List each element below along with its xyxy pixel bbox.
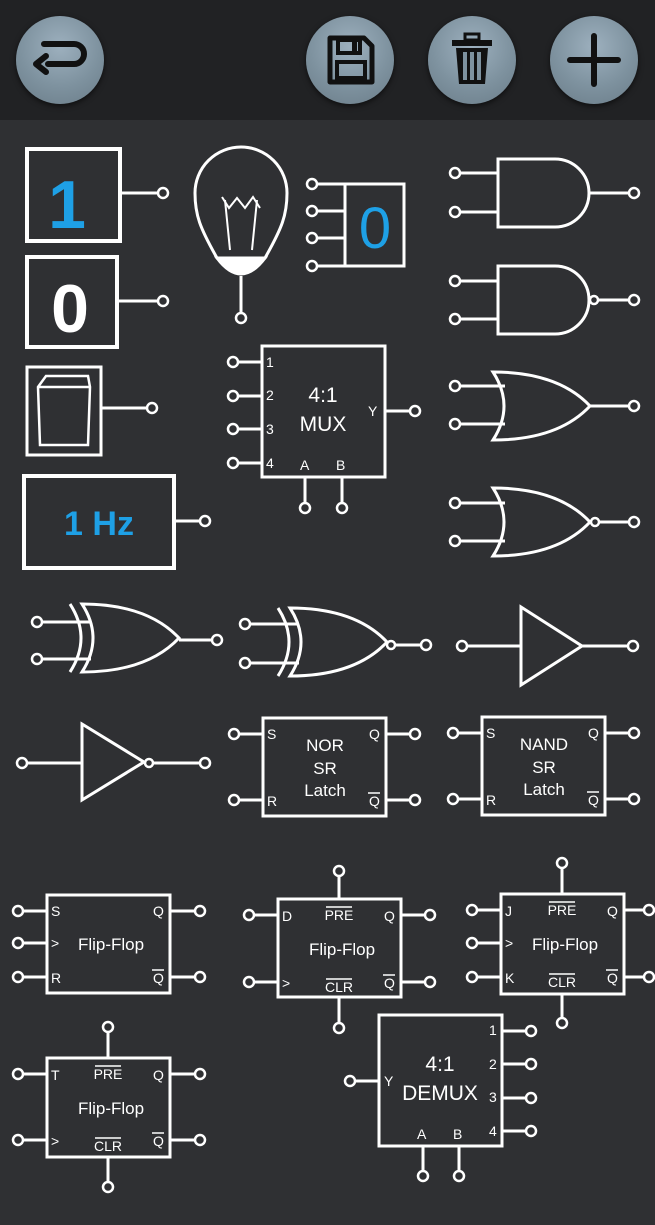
demux-output-4-label: 4 [489,1123,497,1139]
t-ff-title: Flip-Flop [78,1099,144,1118]
nor-latch-line2: SR [313,759,337,778]
d-flip-flop[interactable]: Flip-Flop D > PRE CLR Q Q [242,864,437,1035]
demux-select-b-label: B [453,1126,462,1142]
jk-ff-clr-label: CLR [548,974,576,990]
nor-latch-r-label: R [267,793,277,809]
demux-title-line1: 4:1 [425,1053,454,1076]
light-bulb-component[interactable] [193,145,289,325]
d-ff-clr-label: CLR [325,979,353,995]
sr-ff-s-label: S [51,903,60,919]
nand-sr-latch[interactable]: NAND SR Latch S R Q Q [446,715,641,817]
nand-gate[interactable] [448,264,641,336]
seven-segment-digit: 0 [359,196,391,261]
nor-latch-qbar-label: Q [369,793,380,809]
toolbar [0,0,655,120]
t-ff-t-label: T [51,1067,60,1083]
mux-component[interactable]: 4:1 MUX 1 2 3 4 Y A B [226,344,422,515]
nand-latch-s-label: S [486,725,495,741]
nand-latch-q-label: Q [588,725,599,741]
jk-ff-pre-label: PRE [548,902,577,918]
switch-component[interactable] [25,365,159,457]
demux-output-2-label: 2 [489,1056,497,1072]
t-flip-flop[interactable]: Flip-Flop T > PRE CLR Q Q [11,1020,207,1194]
input-low-value: 0 [51,271,89,347]
component-palette: 1 0 1 Hz 0 [0,120,655,1220]
t-ff-pre-label: PRE [94,1066,123,1082]
d-ff-qbar-label: Q [384,975,395,991]
clock-component[interactable]: 1 Hz [22,474,212,570]
nor-latch-s-label: S [267,726,276,742]
save-button[interactable] [306,16,394,104]
jk-ff-clk-label: > [505,935,513,951]
d-ff-q-label: Q [384,908,395,924]
d-ff-d-label: D [282,908,292,924]
nor-latch-line1: NOR [306,736,344,755]
nor-latch-line3: Latch [304,781,346,800]
sr-ff-q-label: Q [153,903,164,919]
jk-ff-title: Flip-Flop [532,935,598,954]
mux-select-b-label: B [336,457,345,473]
d-ff-title: Flip-Flop [309,940,375,959]
sr-flip-flop[interactable]: Flip-Flop S > R Q Q [11,893,207,995]
undo-icon [33,41,87,75]
clock-frequency: 1 Hz [64,505,134,543]
floppy-disk-icon [327,35,375,85]
jk-ff-qbar-label: Q [607,970,618,986]
sr-ff-qbar-label: Q [153,970,164,986]
nand-latch-line1: NAND [520,735,568,754]
nand-latch-r-label: R [486,792,496,808]
input-high-component[interactable]: 1 [25,147,170,243]
demux-input-label: Y [384,1073,394,1089]
xor-gate[interactable] [30,602,224,674]
t-ff-clk-label: > [51,1133,59,1149]
mux-title-line2: MUX [300,413,347,436]
jk-ff-j-label: J [505,903,512,919]
mux-title-line1: 4:1 [308,384,337,407]
input-low-component[interactable]: 0 [25,255,170,349]
mux-input-4-label: 4 [266,455,274,471]
sr-ff-r-label: R [51,970,61,986]
seven-segment-display[interactable]: 0 [305,177,406,273]
delete-button[interactable] [428,16,516,104]
undo-button[interactable] [16,16,104,104]
nor-gate[interactable] [448,486,641,558]
nand-latch-line2: SR [532,758,556,777]
xnor-gate[interactable] [238,606,433,678]
trash-icon [452,32,492,84]
t-ff-clr-label: CLR [94,1138,122,1154]
nor-sr-latch[interactable]: NOR SR Latch S R Q Q [227,716,422,818]
and-gate[interactable] [448,157,641,229]
nand-latch-qbar-label: Q [588,792,599,808]
d-ff-clk-label: > [282,975,290,991]
nor-latch-q-label: Q [369,726,380,742]
jk-ff-q-label: Q [607,903,618,919]
jk-ff-k-label: K [505,970,515,986]
demux-select-a-label: A [417,1126,427,1142]
nand-latch-line3: Latch [523,780,565,799]
add-button[interactable] [550,16,638,104]
demux-output-1-label: 1 [489,1022,497,1038]
mux-output-label: Y [368,403,378,419]
demux-component[interactable]: 4:1 DEMUX Y 1 2 3 4 A B [343,1013,538,1183]
palette-drawing: 1 0 1 Hz 0 [11,145,655,1194]
buffer-gate[interactable] [455,604,640,688]
sr-ff-title: Flip-Flop [78,935,144,954]
mux-input-3-label: 3 [266,421,274,437]
input-high-value: 1 [48,167,86,243]
mux-input-2-label: 2 [266,387,274,403]
demux-title-line2: DEMUX [402,1082,478,1105]
t-ff-qbar-label: Q [153,1133,164,1149]
demux-output-3-label: 3 [489,1089,497,1105]
d-ff-pre-label: PRE [325,907,354,923]
sr-ff-clk-label: > [51,935,59,951]
t-ff-q-label: Q [153,1067,164,1083]
mux-select-a-label: A [300,457,310,473]
or-gate[interactable] [448,370,641,442]
not-gate[interactable] [15,721,212,803]
jk-flip-flop[interactable]: Flip-Flop J > K PRE CLR Q Q [465,856,655,1030]
mux-input-1-label: 1 [266,354,274,370]
plus-icon [567,33,621,87]
